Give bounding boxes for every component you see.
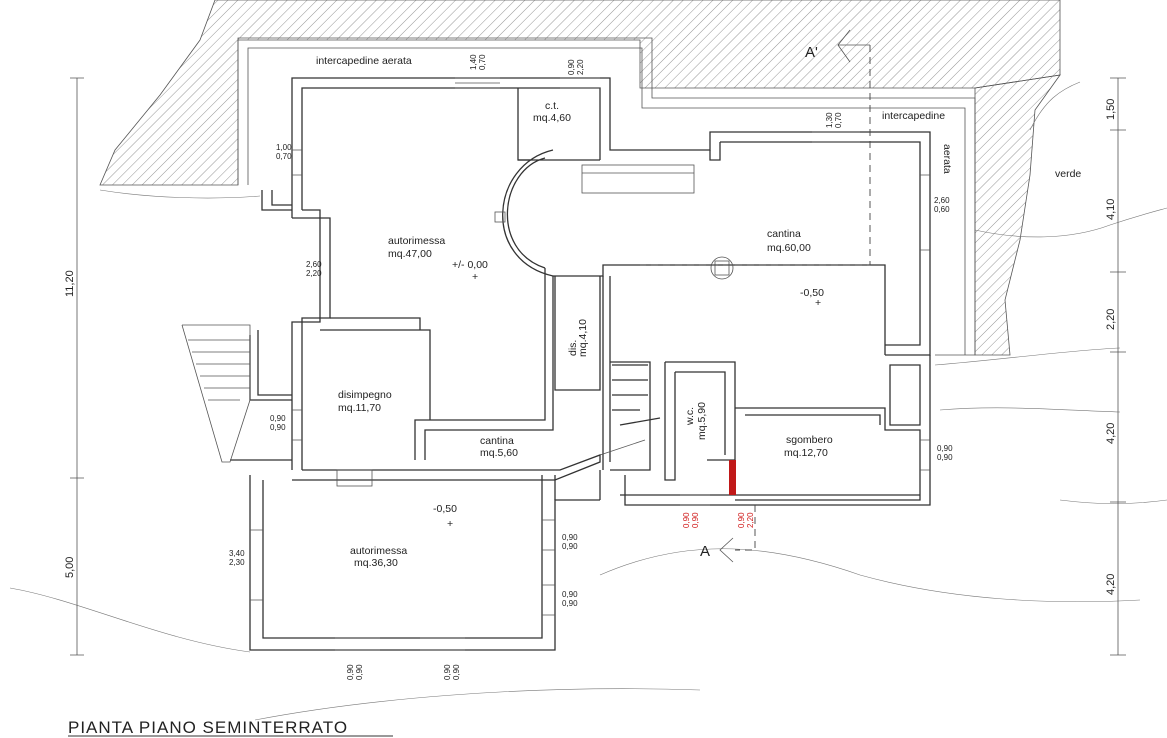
dim-right-2: 4,10 [1105,199,1117,220]
room-disimpegno-name: disimpegno [338,389,392,401]
label-aerata: aerata [941,144,953,174]
drawing-title: PIANTA PIANO SEMINTERRATO [68,718,348,737]
room-sgombero-name: sgombero [786,434,833,446]
room-labels: autorimessa mq.47,00 +/- 0,00 + c.t. mq.… [338,100,833,569]
room-wc-area: mq.5,90 [696,402,708,440]
dim-lower-right-1-b: 0,90 [562,542,578,551]
room-cantina-2-area: mq.5,60 [480,447,518,459]
dim-right-window-top-a: 1,30 [825,112,834,128]
dim-garage-door-b: 2,20 [306,269,322,278]
room-autorimessa-1-level: +/- 0,00 [452,259,488,271]
dim-lower-left-door-b: 2,30 [229,558,245,567]
opening-dims: 1,40 0,70 0,90 2,20 1,00 0,70 2,60 2,20 … [229,54,953,680]
svg-text:+: + [472,271,478,283]
dim-right-4: 4,20 [1105,423,1117,444]
dim-sgombero-window-b: 0,90 [937,453,953,462]
dim-top-window-2-a: 0,90 [567,59,576,75]
dim-bottom-2-a: 0,90 [443,664,452,680]
room-autorimessa-2-area: mq.36,30 [354,557,398,569]
room-cantina-1-level: -0,50 [800,287,824,299]
room-cantina-1-name: cantina [767,228,801,240]
dim-garage-door-a: 2,60 [306,260,322,269]
room-ct-area: mq.4,60 [533,112,571,124]
room-wc-name: w.c. [684,407,696,426]
dim-left-lower: 5,00 [64,557,76,578]
label-verde: verde [1055,168,1081,180]
terrain-hatch [99,0,1061,356]
dim-red-2-a: 0,90 [737,512,746,528]
svg-text:+: + [447,518,453,530]
dim-disimpegno-window-a: 0,90 [270,414,286,423]
dim-left-window-a: 1,00 [276,143,292,152]
label-intercapedine-aerata: intercapedine aerata [316,55,412,67]
room-sgombero-area: mq.12,70 [784,447,828,459]
overall-dims: 11,20 5,00 1,50 4,10 2,20 4,20 4,20 [64,99,1117,595]
dim-bottom-1-a: 0,90 [346,664,355,680]
fixtures [336,164,734,487]
dimension-lines [70,77,1126,656]
dim-right-3: 2,20 [1105,309,1117,330]
dim-right-5: 4,20 [1105,574,1117,595]
room-cantina-1-area: mq.60,00 [767,242,811,254]
dim-left-upper: 11,20 [64,270,76,297]
section-mark-top: A' [805,44,818,61]
dim-sgombero-window-a: 0,90 [937,444,953,453]
room-autorimessa-1-name: autorimessa [388,235,445,247]
dim-top-window-2-b: 2,20 [576,59,585,75]
dim-red-2-b: 2,20 [746,512,755,528]
room-autorimessa-1-area: mq.47,00 [388,248,432,260]
room-autorimessa-2-level: -0,50 [433,503,457,515]
dim-right-window-side-b: 0,60 [934,205,950,214]
dim-left-window-b: 0,70 [276,152,292,161]
room-dis-area: mq.4,10 [577,319,589,357]
dim-bottom-2-b: 0,90 [452,664,461,680]
dim-lower-right-1-a: 0,90 [562,533,578,542]
room-disimpegno-area: mq.11,70 [338,402,381,414]
section-mark-bottom: A [700,543,710,560]
dim-lower-left-door-a: 3,40 [229,549,245,558]
dim-red-1-a: 0,90 [682,512,691,528]
dim-top-window-1-a: 1,40 [469,54,478,70]
room-cantina-2-name: cantina [480,435,514,447]
room-dis-name: dis. [567,340,579,356]
dim-lower-right-2-b: 0,90 [562,599,578,608]
dim-red-1-b: 0,90 [691,512,700,528]
dim-right-window-top-b: 0,70 [834,112,843,128]
window-marks [250,77,930,651]
main-walls [230,77,931,651]
exterior-labels: intercapedine aerata intercapedine aerat… [316,44,1081,560]
dim-right-1: 1,50 [1105,99,1117,120]
svg-text:+: + [815,297,821,309]
dim-disimpegno-window-b: 0,90 [270,423,286,432]
room-ct-name: c.t. [545,100,559,112]
room-autorimessa-2-name: autorimessa [350,545,407,557]
dim-bottom-1-b: 0,90 [355,664,364,680]
light-well [237,37,976,356]
ground-lines [9,81,1167,721]
section-line [640,29,871,563]
dim-lower-right-2-a: 0,90 [562,590,578,599]
dim-right-window-side-a: 2,60 [934,196,950,205]
dim-top-window-1-b: 0,70 [478,54,487,70]
label-intercapedine: intercapedine [882,110,945,122]
outdoor-stair [181,324,251,463]
